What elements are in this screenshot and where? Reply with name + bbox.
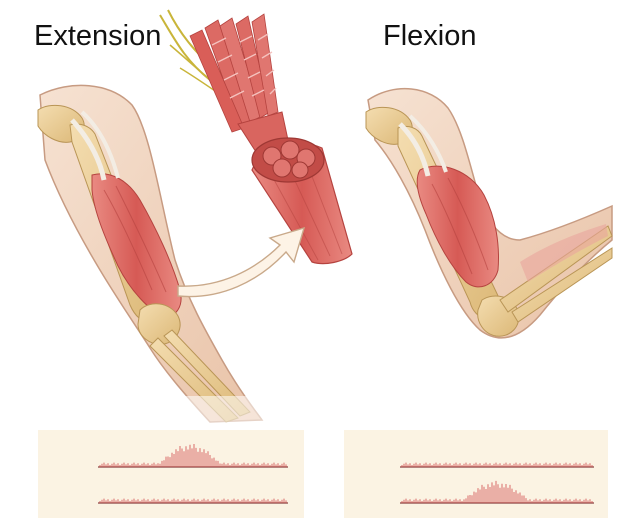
- flexed-biceps: [416, 165, 499, 288]
- emg-panel-flexion: [344, 430, 608, 518]
- flexed-arm-illustration: [365, 87, 613, 339]
- emg-panel-extension: [38, 430, 304, 518]
- curved-arrow-icon: [177, 226, 306, 298]
- extension-label: Extension: [34, 20, 162, 52]
- emg-trace-extension-top: [99, 443, 287, 467]
- emg-trace-flexion-bottom: [401, 480, 593, 503]
- extended-arm-illustration: [37, 84, 280, 436]
- emg-trace-extension-bottom: [99, 498, 287, 503]
- emg-trace-flexion-top: [401, 462, 593, 467]
- flexion-label: Flexion: [383, 20, 477, 52]
- muscle-fiber-bundle-icon: [159, 9, 353, 265]
